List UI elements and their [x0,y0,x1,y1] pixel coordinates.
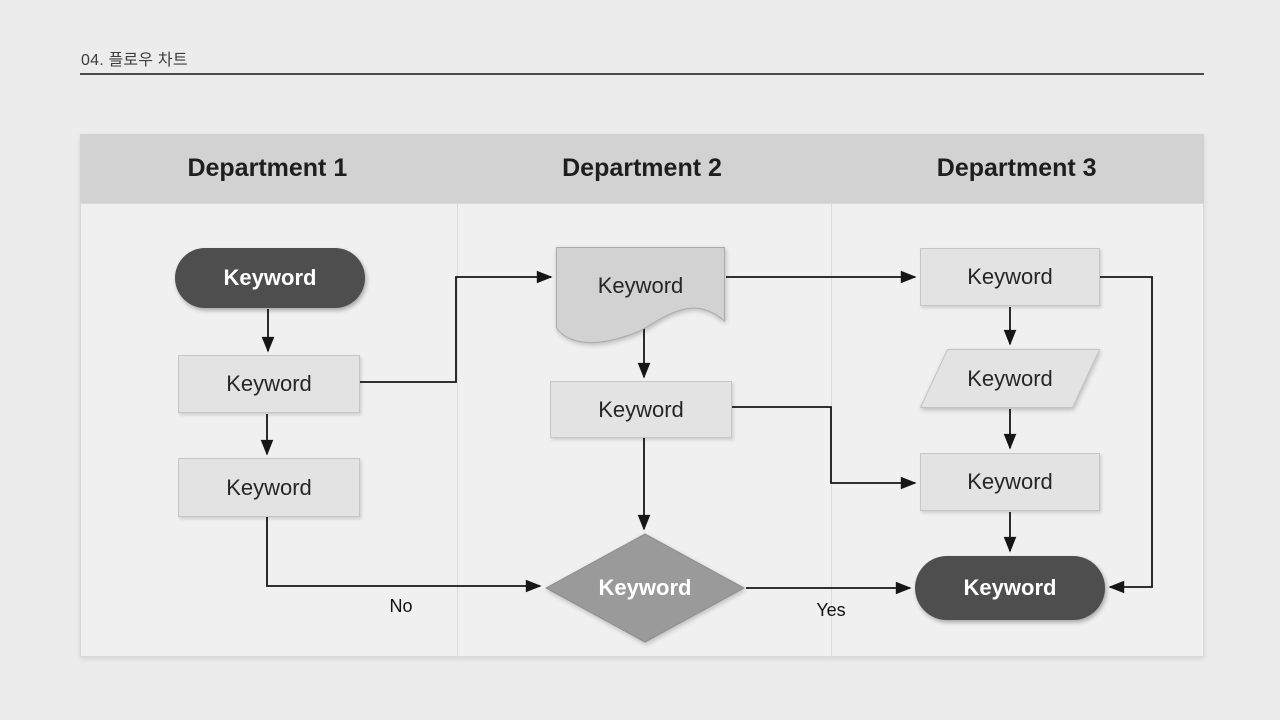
node-d2-document: Keyword [556,247,725,345]
node-d2-decision-diamond: Keyword [545,533,745,643]
page-title: 04. 플로우 차트 [81,52,188,69]
lane-header-department-2: Department 2 [562,154,722,182]
node-d1-start-terminator: Keyword [175,248,365,308]
edge-label-yes: Yes [816,600,846,620]
parallelogram-shape-icon [920,349,1100,408]
node-d3-process-2: Keyword [920,453,1100,511]
node-label: Keyword [226,371,312,396]
node-d1-process-1: Keyword [178,355,360,413]
lane-divider-2 [831,203,832,657]
node-label: Keyword [598,575,692,600]
edge-label-no: No [389,596,413,616]
title-rule [80,73,1204,75]
node-label: Keyword [226,474,312,500]
node-d3-process-1: Keyword [920,248,1100,306]
lane-header-department-1: Department 1 [187,154,348,182]
diamond-shape-icon [545,533,745,643]
node-label: Keyword [967,469,1053,494]
document-shape-icon [556,247,725,344]
lane-header-department-3: Department 3 [936,154,1097,182]
node-d3-end-terminator: Keyword [915,556,1105,620]
node-label: Keyword [223,265,317,290]
node-d3-data-parallelogram: Keyword [920,349,1100,408]
node-label: Keyword [967,264,1053,289]
node-label: Keyword [598,396,684,422]
node-label: Keyword [963,575,1057,600]
node-d1-process-2: Keyword [178,458,360,517]
lane-divider-1 [457,203,458,657]
swimlane-header: Department 1 Department 2 Department 3 [80,134,1204,203]
node-label: Keyword [967,365,1053,391]
node-label: Keyword [597,273,684,298]
node-d2-process: Keyword [550,381,732,438]
